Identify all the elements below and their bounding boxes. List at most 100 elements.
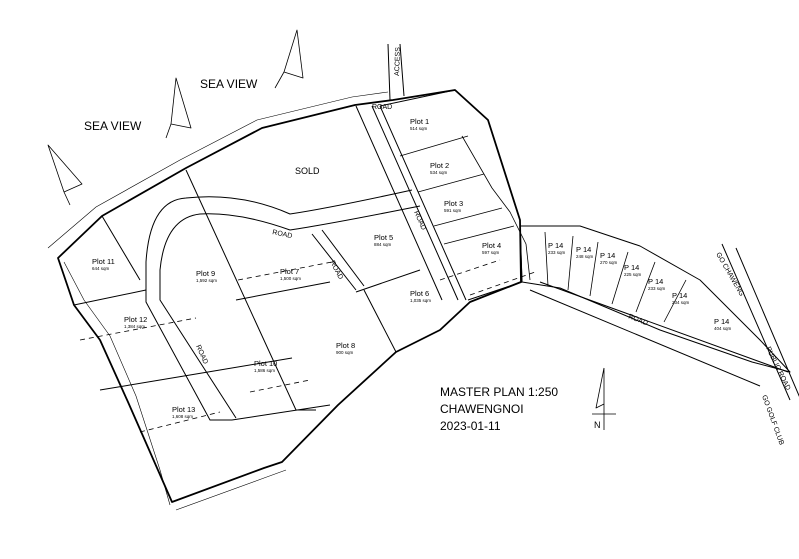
p14-road	[529, 281, 789, 387]
p14-5: P 14 233 sqm	[648, 277, 666, 291]
plot-3-name: Plot 3	[444, 199, 463, 208]
p14-2-name: P 14	[576, 245, 591, 254]
plot-divider-4	[443, 225, 515, 245]
title-line-2: CHAWENGNOI	[440, 402, 524, 416]
plot-6-area: 1,035 sqm	[410, 298, 431, 303]
plot-2-area: 534 sqm	[430, 170, 448, 175]
plot-13: Plot 13 1,608 sqm	[172, 405, 195, 419]
plot-6: Plot 6 1,035 sqm	[410, 289, 431, 303]
west-road	[145, 262, 237, 421]
p14-6-name: P 14	[672, 291, 687, 300]
plot-10-area: 1,586 sqm	[254, 368, 275, 373]
plot-8-area: 900 sqm	[336, 350, 354, 355]
p14-1-name: P 14	[548, 241, 563, 250]
p14-4: P 14 225 sqm	[624, 263, 642, 277]
plot-13-area: 1,608 sqm	[172, 414, 193, 419]
plot-11: Plot 11 644 sqm	[92, 257, 115, 271]
plot-3-area: 591 sqm	[444, 208, 462, 213]
p14-1: P 14 233 sqm	[548, 241, 566, 255]
p14-6-area: 234 sqm	[672, 300, 690, 305]
p14-7: P 14 404 sqm	[714, 317, 732, 331]
dashed-lines	[79, 259, 536, 433]
east-outer-edge	[461, 135, 531, 281]
plot-3: Plot 3 591 sqm	[444, 199, 463, 213]
p14-2: P 14 248 sqm	[576, 245, 594, 259]
plot-1: Plot 1 514 sqm	[410, 117, 429, 131]
plot-6-name: Plot 6	[410, 289, 429, 298]
dimension-line-nw	[47, 91, 389, 249]
plot-4-area: 597 sqm	[482, 250, 500, 255]
sea-view-arrow-1	[274, 29, 304, 89]
plot-12: Plot 12 1,384 sqm	[124, 315, 147, 329]
north-label: N	[594, 420, 601, 430]
road-label-loop: ROAD	[272, 229, 293, 240]
road-label-west: ROAD	[194, 344, 209, 365]
title-line-3: 2023-01-11	[440, 419, 501, 433]
road-label-east: ROAD	[412, 210, 427, 231]
p14-7-name: P 14	[714, 317, 729, 326]
north-arrow-icon	[592, 367, 616, 430]
road-label-p14: ROAD	[627, 313, 648, 327]
dimension-line-s	[175, 469, 287, 511]
plot-11-area: 644 sqm	[92, 266, 110, 271]
p14-6: P 14 234 sqm	[672, 291, 690, 305]
plot-8-name: Plot 8	[336, 341, 355, 350]
go-golf-club-label: GO GOLF CLUB	[760, 394, 785, 446]
sea-view-arrow-2	[165, 77, 192, 139]
plot-12-area: 1,384 sqm	[124, 324, 145, 329]
p14-3: P 14 270 sqm	[600, 251, 618, 265]
plot-4-name: Plot 4	[482, 241, 501, 250]
title-line-1: MASTER PLAN 1:250	[440, 385, 559, 399]
p14-5-name: P 14	[648, 277, 663, 286]
plot-strip-east	[379, 89, 523, 301]
p14-7-area: 404 sqm	[714, 326, 732, 331]
p14-5-area: 233 sqm	[648, 286, 666, 291]
plot-10: Plot 10 1,586 sqm	[254, 359, 277, 373]
plot-9-area: 1,592 sqm	[196, 278, 217, 283]
plot-2: Plot 2 534 sqm	[430, 161, 449, 175]
plot-divider-2	[417, 173, 485, 193]
p14-2-area: 248 sqm	[576, 254, 594, 259]
loop-road-outer	[145, 189, 413, 263]
plot-4: Plot 4 597 sqm	[482, 241, 501, 255]
plot-7-area: 1,500 sqm	[280, 276, 301, 281]
plot-divider-1	[399, 135, 469, 157]
plot-10-name: Plot 10	[254, 359, 277, 368]
p14-1-area: 233 sqm	[548, 250, 566, 255]
road-label-top: ROAD	[372, 104, 392, 111]
access-label: ACCESS	[394, 47, 402, 76]
east-road	[355, 105, 467, 301]
p14-3-name: P 14	[600, 251, 615, 260]
p14-3-area: 270 sqm	[600, 260, 618, 265]
plot-lines	[73, 169, 421, 421]
public-road	[721, 243, 799, 401]
plot-5: Plot 5 884 sqm	[374, 233, 393, 247]
plot-2-name: Plot 2	[430, 161, 449, 170]
p14-4-area: 225 sqm	[624, 272, 642, 277]
plot-1-name: Plot 1	[410, 117, 429, 126]
loop-road-inner	[159, 205, 421, 271]
plot-1-area: 514 sqm	[410, 126, 428, 131]
access-road	[387, 43, 405, 101]
plot-9-name: Plot 9	[196, 269, 215, 278]
sold-label: SOLD	[295, 166, 320, 176]
plot-7-name: Plot 7	[280, 267, 299, 276]
road-label-central: ROAD	[328, 260, 344, 281]
plot-13-name: Plot 13	[172, 405, 195, 414]
central-road	[311, 229, 365, 291]
sea-view-label-1: SEA VIEW	[200, 77, 258, 91]
plot-8: Plot 8 900 sqm	[336, 341, 355, 355]
plot-9: Plot 9 1,592 sqm	[196, 269, 217, 283]
p14-4-name: P 14	[624, 263, 639, 272]
plot-12-name: Plot 12	[124, 315, 147, 324]
sea-view-label-2: SEA VIEW	[84, 119, 142, 133]
plot-11-name: Plot 11	[92, 257, 115, 266]
plot-divider-3	[433, 207, 503, 227]
site-boundary	[57, 89, 522, 503]
plot-7: Plot 7 1,500 sqm	[280, 267, 301, 281]
p14-dividers	[544, 231, 687, 323]
plot-5-name: Plot 5	[374, 233, 393, 242]
p14-block	[519, 225, 791, 373]
sea-view-arrow-3	[47, 144, 83, 206]
